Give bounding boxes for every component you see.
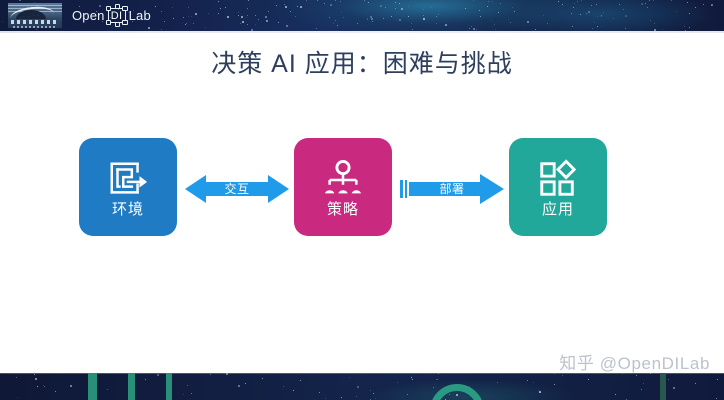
footer-bar-4 <box>660 373 666 400</box>
zhihu-watermark: 知乎 @OpenDILab <box>559 354 710 373</box>
flow-node-environment[interactable]: 环境 <box>79 138 177 236</box>
flow-node-environment-label: 环境 <box>111 200 144 218</box>
flow-node-policy-label: 策略 <box>326 200 359 218</box>
bidirectional-arrow-icon <box>185 175 289 203</box>
starfield-decoration <box>0 0 724 31</box>
slide-title: 决策 AI 应用：困难与挑战 <box>211 50 513 78</box>
flow-node-policy[interactable]: 策略 <box>294 138 392 236</box>
top-banner: Open DI Lab <box>0 0 724 31</box>
right-arrow-icon <box>400 174 504 204</box>
banner-divider <box>0 31 724 33</box>
university-logo <box>8 3 62 28</box>
footer-ring-decoration <box>430 384 484 400</box>
flow-node-application-label: 应用 <box>541 200 574 218</box>
bottom-banner <box>0 373 724 400</box>
brand-suffix: Lab <box>128 8 151 23</box>
footer-bar-3 <box>166 373 172 400</box>
footer-bar-2 <box>128 373 135 400</box>
connector-deployment-label: 部署 <box>439 182 465 196</box>
brand-badge-text: DI <box>110 9 123 22</box>
brand-prefix: Open <box>72 8 105 23</box>
connector-interaction: 交互 <box>185 170 289 208</box>
connector-deployment: 部署 <box>400 170 504 208</box>
maze-icon <box>110 161 148 194</box>
opendilab-brand-logo: Open DI Lab <box>72 4 151 27</box>
flow-node-application[interactable]: 应用 <box>509 138 607 236</box>
network-hierarchy-icon <box>324 159 362 193</box>
connector-interaction-label: 交互 <box>224 182 250 196</box>
apps-grid-icon <box>540 158 577 196</box>
di-node-badge-icon: DI <box>105 4 128 27</box>
footer-bar-1 <box>88 373 97 400</box>
